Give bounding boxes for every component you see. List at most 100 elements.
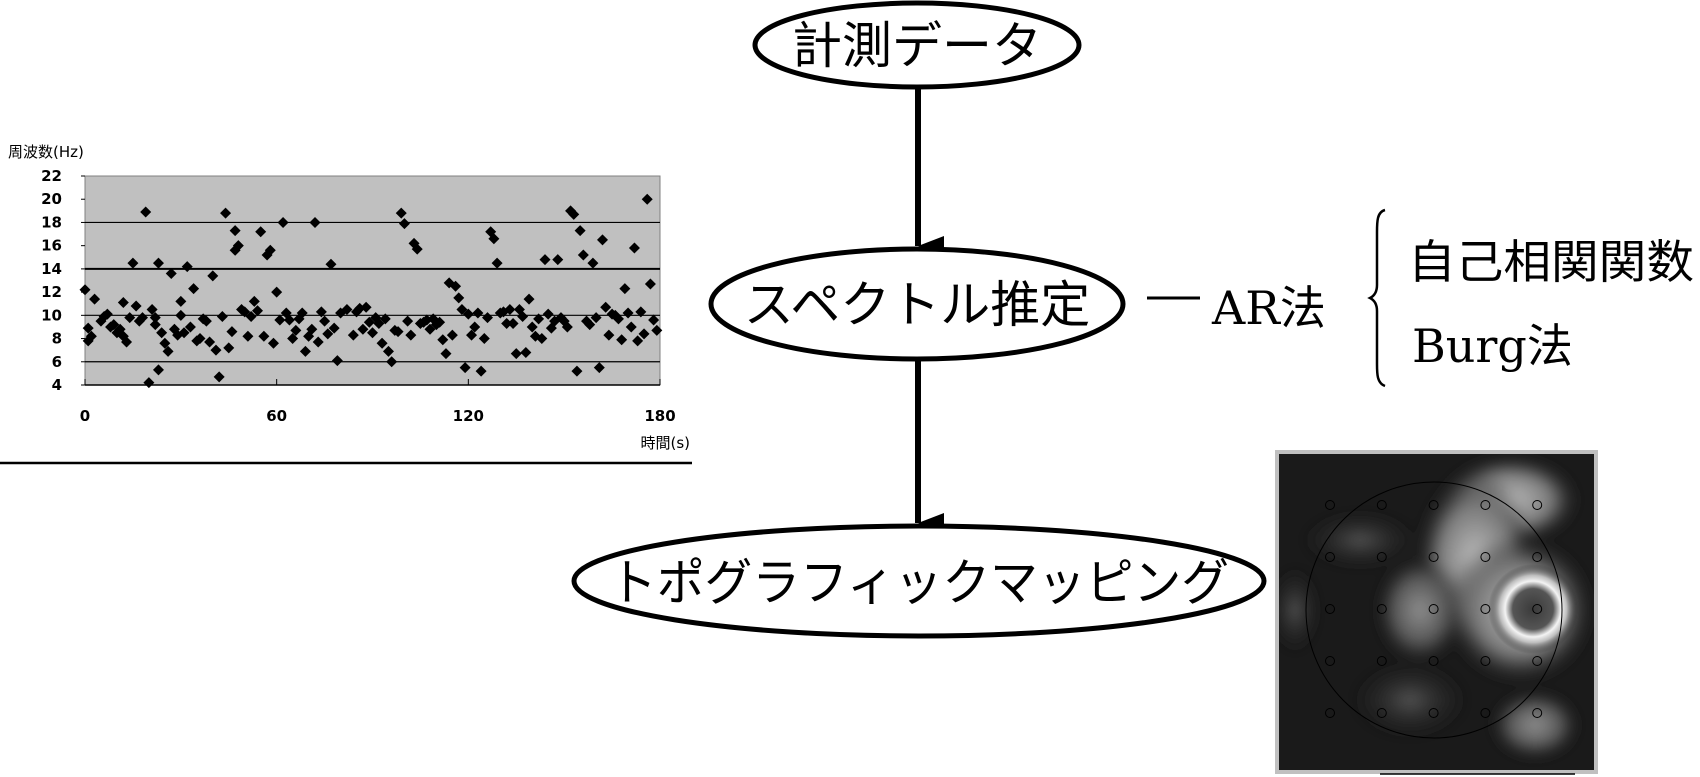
data-point [533, 313, 545, 325]
data-point [587, 257, 599, 269]
data-point [152, 257, 164, 269]
data-point [124, 312, 136, 324]
plot-area [84, 175, 661, 386]
data-point [239, 306, 251, 318]
y-tick-label: 16 [41, 237, 62, 255]
y-tick-label: 8 [52, 330, 62, 348]
data-point [347, 329, 359, 341]
electrode-marker [1325, 552, 1335, 562]
data-point [175, 295, 187, 307]
data-point [108, 319, 120, 331]
data-point [101, 308, 113, 320]
data-point [360, 301, 372, 313]
data-point [194, 333, 206, 345]
data-point [121, 336, 133, 348]
data-point [184, 321, 196, 333]
data-point [357, 323, 369, 335]
method-option-burg: Burg法 [1412, 319, 1573, 373]
data-point [200, 315, 212, 327]
data-point [299, 345, 311, 357]
data-point [434, 316, 446, 328]
data-point [593, 362, 605, 374]
curly-brace-icon [1367, 208, 1386, 388]
x-tick-label: 120 [453, 407, 484, 425]
data-point [178, 327, 190, 339]
data-point [491, 257, 503, 269]
data-points [79, 193, 663, 389]
data-point [296, 307, 308, 319]
electrode-marker [1376, 500, 1387, 510]
electrode-marker [1428, 708, 1439, 718]
data-point [146, 304, 158, 316]
data-point [398, 218, 410, 230]
data-point [635, 306, 647, 318]
data-point [130, 300, 142, 312]
y-tick-label: 14 [41, 260, 62, 278]
electrode-marker [1480, 708, 1491, 718]
data-point [207, 270, 219, 282]
data-point [85, 330, 97, 342]
data-point [469, 321, 481, 333]
electrode-marker [1325, 708, 1335, 718]
method-option-autocorrelation: 自己相関関数 [1408, 235, 1694, 289]
data-point [501, 317, 513, 329]
data-point [632, 335, 644, 347]
data-point [459, 362, 471, 374]
electrode-marker [1532, 656, 1543, 666]
data-point [625, 321, 637, 333]
data-point [386, 356, 398, 368]
data-point [405, 329, 417, 341]
node-ellipse [571, 523, 1267, 639]
y-axis-label: 周波数(Hz) [8, 143, 84, 161]
data-point [152, 364, 164, 376]
data-point [242, 330, 254, 342]
data-point [229, 225, 241, 237]
electrode-marker [1480, 500, 1491, 510]
data-point [149, 312, 161, 324]
x-tick-label: 60 [266, 407, 287, 425]
data-point [258, 330, 270, 342]
data-point [306, 323, 318, 335]
data-point [539, 254, 551, 266]
data-point [510, 348, 522, 360]
data-point [274, 314, 286, 326]
data-point [79, 284, 91, 296]
data-point [379, 313, 391, 325]
data-point [181, 261, 193, 273]
electrode-marker [1376, 604, 1387, 614]
head-outline [1305, 481, 1563, 739]
data-point [523, 293, 535, 305]
electrode-marker [1428, 604, 1439, 614]
electrode-marker [1480, 656, 1491, 666]
data-point [542, 308, 554, 320]
data-point [450, 280, 462, 292]
data-point [226, 326, 238, 338]
data-point [603, 329, 615, 341]
data-point [466, 329, 478, 341]
x-tick-label: 180 [644, 407, 675, 425]
data-point [552, 254, 564, 266]
electrode-marker [1480, 604, 1491, 614]
node-label-measure: 計測データ [792, 17, 1042, 75]
data-point [520, 346, 532, 358]
data-point [213, 371, 225, 383]
data-point [507, 317, 519, 329]
data-point [382, 345, 394, 357]
data-point [331, 355, 343, 367]
data-point [616, 334, 628, 346]
data-point [232, 240, 244, 252]
data-point [315, 306, 327, 318]
data-point [424, 323, 436, 335]
electrode-marker [1428, 552, 1439, 562]
data-point [453, 292, 465, 304]
data-point [328, 322, 340, 334]
data-point [248, 295, 260, 307]
data-point [264, 244, 276, 256]
data-point [376, 337, 388, 349]
data-point [216, 310, 228, 322]
data-point [277, 216, 289, 228]
electrode-marker [1532, 604, 1543, 614]
data-point [644, 278, 656, 290]
method-label-ar: AR法 [1211, 281, 1326, 335]
data-point [309, 216, 321, 228]
